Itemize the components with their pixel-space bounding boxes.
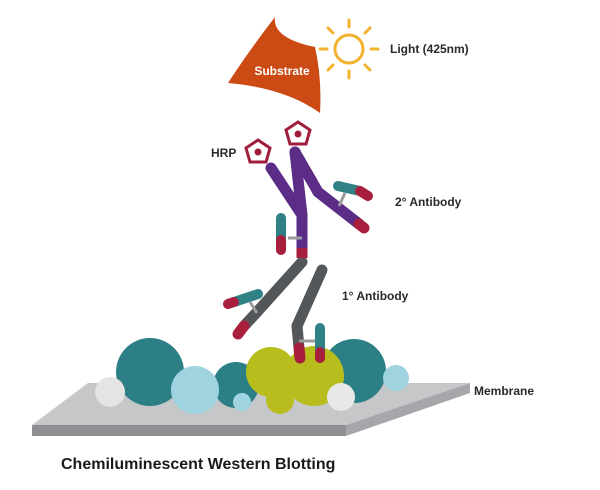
light-label: Light (425nm) [390,42,469,56]
primary-antibody-right-arm [291,264,328,332]
protein-white-right [327,383,355,411]
primary-antibody-label: 1° Antibody [342,289,409,303]
secondary-light-chain-right-connector [337,192,347,207]
hrp-enzyme-right [284,120,312,146]
primary-light-chain-left-connector [248,301,259,314]
secondary-antibody-upper-diag [289,146,324,198]
primary-antibody-right-tip [293,342,306,364]
membrane-front-edge [32,425,346,436]
protein-cluster [95,338,409,414]
hrp-core-right [294,130,302,138]
protein-white-left [95,377,125,407]
secondary-light-chain-right-tip [355,186,373,201]
diagram-title: Chemiluminescent Western Blotting [61,456,335,473]
protein-lightblue-right [383,365,409,391]
protein-lime-small [266,386,294,414]
membrane-label: Membrane [474,384,534,398]
secondary-antibody-right-tip [353,218,370,234]
sun-icon [318,18,380,80]
primary-light-chain-left-tip [223,297,239,309]
protein-teal-large [116,338,184,406]
protein-lime-large [246,347,296,397]
protein-lightblue-large [171,366,219,414]
secondary-antibody-label: 2° Antibody [395,195,462,209]
primary-antibody-left-tip [232,320,250,340]
membrane-side-edge [346,383,470,436]
primary-antibody [223,256,328,364]
protein-lightblue-small [233,393,251,411]
hrp-enzyme-left [244,138,272,164]
substrate-shape [228,17,321,113]
secondary-antibody-right-arm-lower [312,186,365,230]
primary-antibody-left-arm [251,256,308,318]
secondary-antibody [265,146,373,258]
hrp-core-left [254,148,262,156]
substrate-label: Substrate [254,64,310,78]
hrp-label: HRP [211,146,236,160]
